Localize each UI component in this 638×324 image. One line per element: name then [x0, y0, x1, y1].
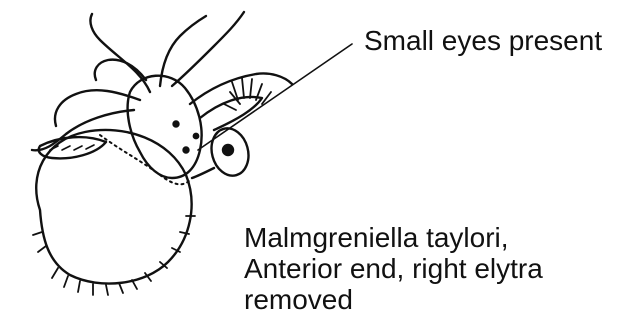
- pointer-line: [198, 44, 352, 150]
- tentacle-3: [172, 12, 244, 86]
- eye-dot-3: [194, 134, 198, 138]
- eye-dot-2: [184, 148, 189, 153]
- tentacle-6: [95, 60, 146, 80]
- figure-caption: Malmgreniella taylori, Anterior end, rig…: [244, 222, 543, 315]
- caption-line-3: removed: [244, 284, 543, 315]
- right-ovoid-spot: [223, 145, 233, 155]
- cirrus-right: [190, 73, 292, 104]
- right-ovoid-stalk: [192, 168, 214, 178]
- caption-line-1: Malmgreniella taylori,: [244, 222, 543, 253]
- caption-line-2: Anterior end, right elytra: [244, 253, 543, 284]
- annotation-label: Small eyes present: [364, 24, 602, 58]
- elytron: [36, 130, 191, 284]
- eye-dot-1: [174, 122, 179, 127]
- head: [128, 76, 202, 178]
- parapodium-right: [200, 97, 262, 130]
